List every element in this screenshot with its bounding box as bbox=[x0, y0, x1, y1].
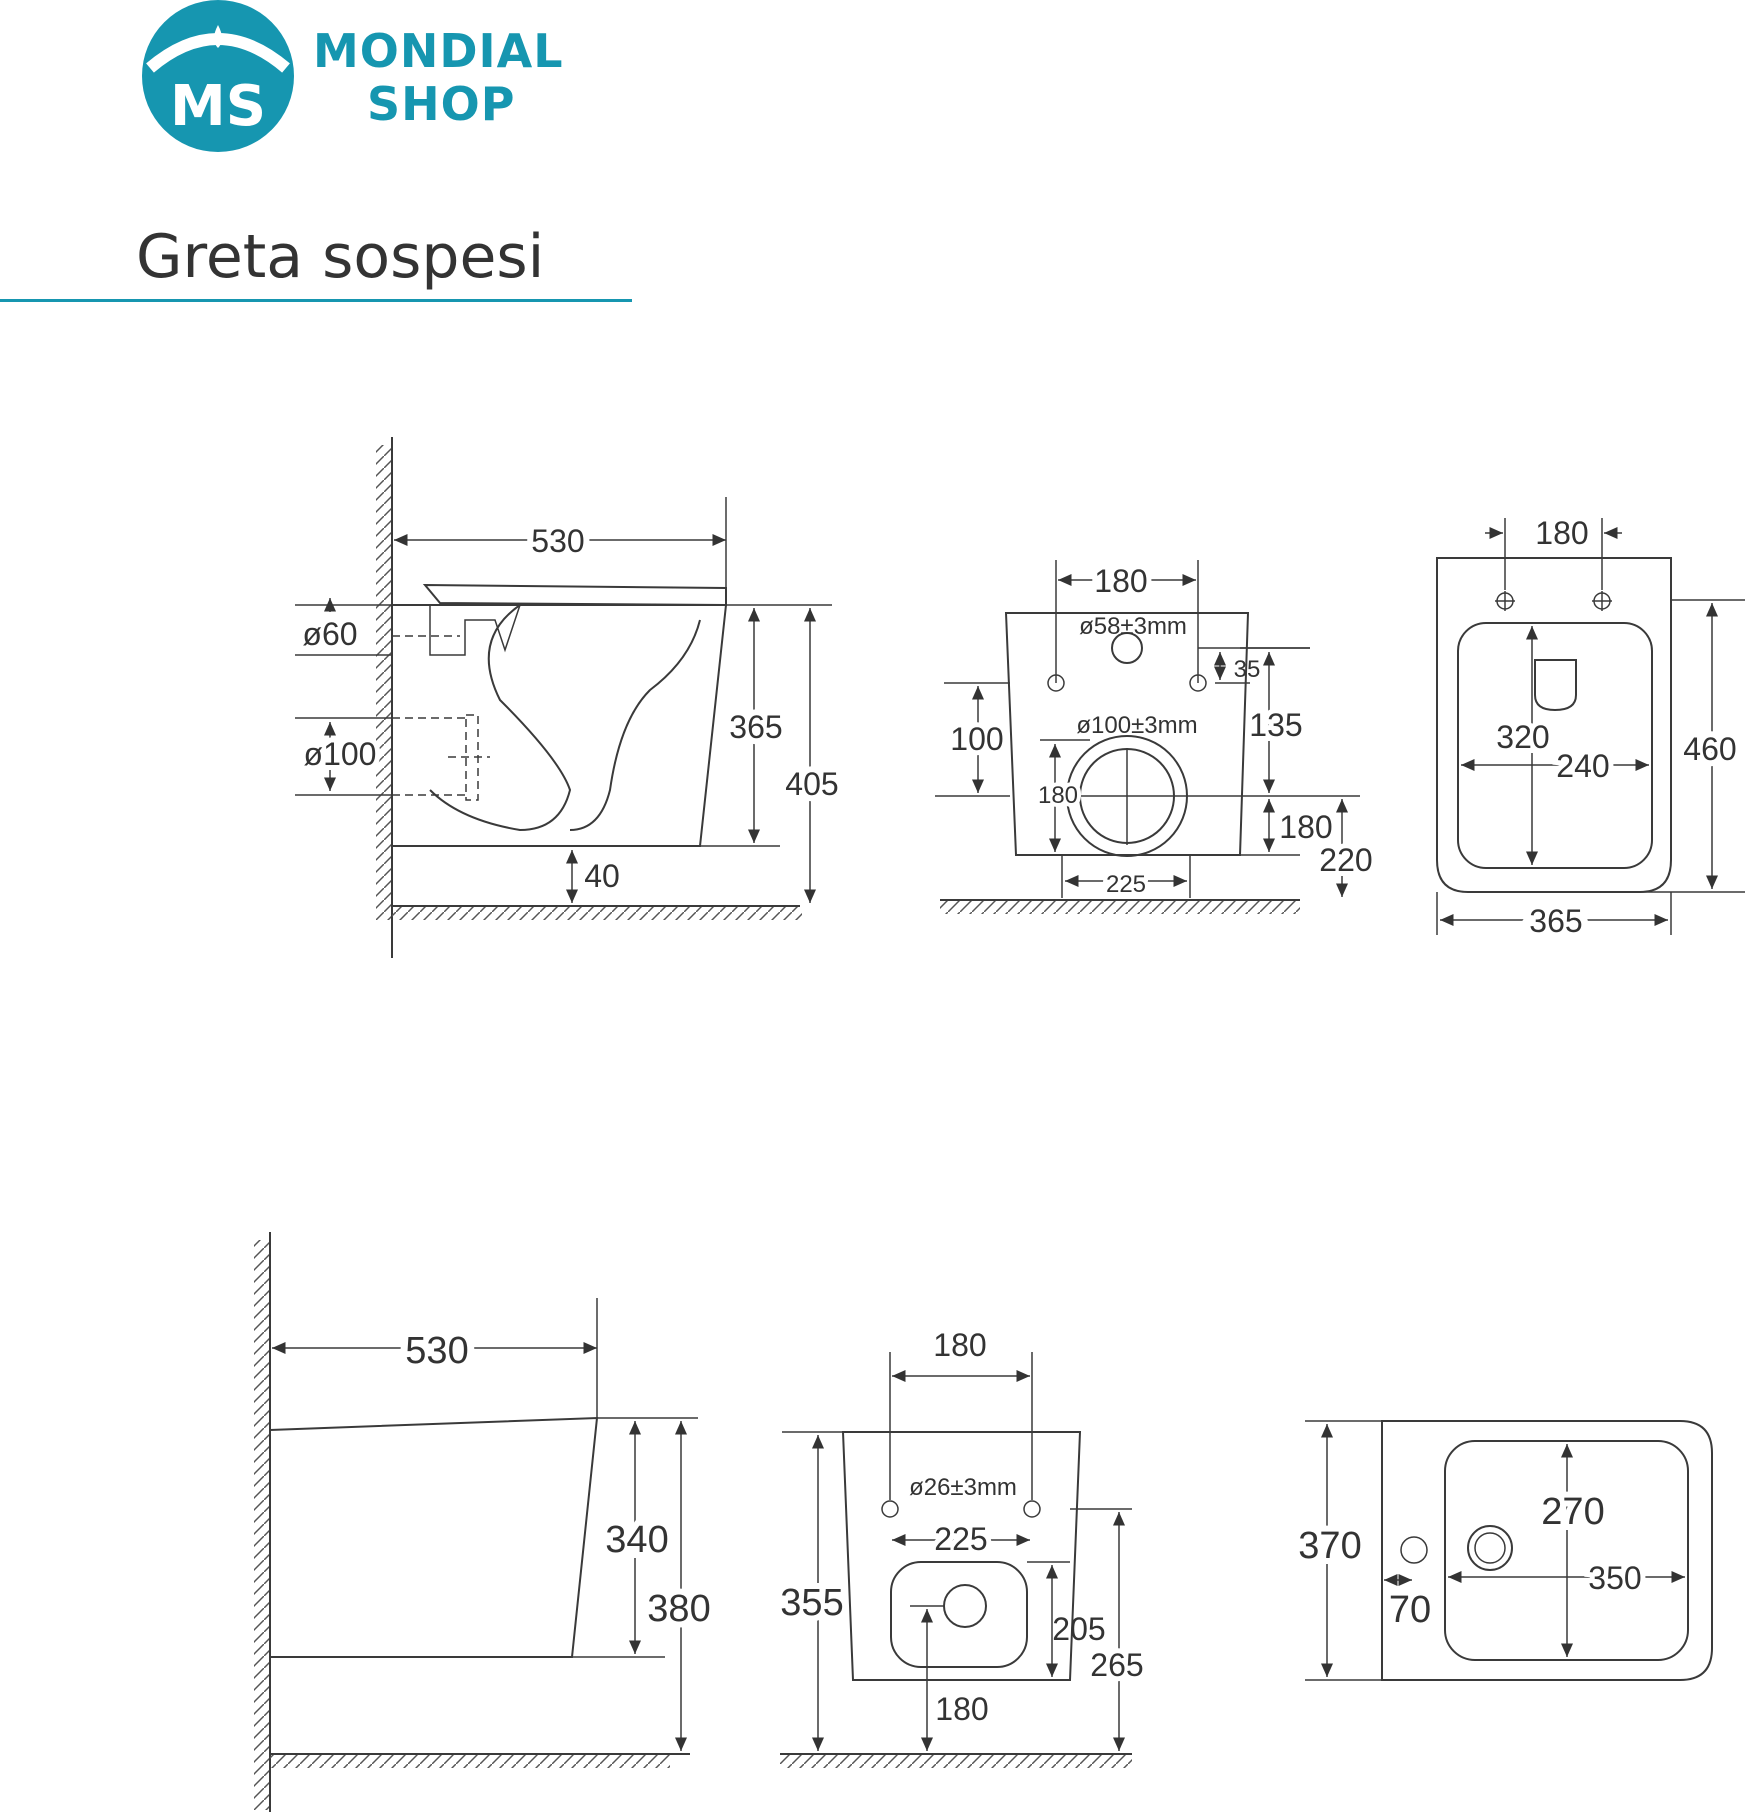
wc-side-floor-gap-label: 40 bbox=[584, 858, 620, 894]
bidet-top-inner-width-label: 350 bbox=[1588, 1560, 1641, 1596]
bidet-top-view: 370 70 270 350 bbox=[1292, 1420, 1713, 1681]
wc-side-length-label: 530 bbox=[531, 523, 584, 559]
wc-back-hole-spacing-label: 180 bbox=[1094, 563, 1147, 599]
wc-back-offset-label: 35 bbox=[1234, 656, 1261, 683]
brand-name-line-1: MONDIAL bbox=[313, 24, 564, 78]
bidet-side-bowl-height-label: 340 bbox=[605, 1519, 668, 1561]
wc-side-total-height-label: 405 bbox=[785, 766, 838, 802]
title-underline bbox=[0, 299, 632, 302]
wc-top-width-label: 365 bbox=[1529, 903, 1582, 939]
wc-back-lower-label: 180 bbox=[1279, 809, 1332, 845]
wc-top-view: 180 320 240 460 365 bbox=[1436, 515, 1745, 946]
wc-side-d100-label: ø100 bbox=[304, 736, 377, 772]
wc-back-inner-label: 180 bbox=[1038, 782, 1078, 809]
wc-back-height-label: 220 bbox=[1319, 842, 1372, 878]
mondial-shop-logo: MS bbox=[142, 0, 294, 152]
wc-top-hole-spacing-label: 180 bbox=[1535, 515, 1588, 551]
wc-side-d60-label: ø60 bbox=[302, 616, 357, 652]
wc-top-inner-depth-label: 320 bbox=[1496, 719, 1549, 755]
bidet-back-hole-label: ø26±3mm bbox=[909, 1474, 1017, 1501]
wc-back-left-height-label: 100 bbox=[950, 721, 1003, 757]
bidet-side-length-label: 530 bbox=[405, 1330, 468, 1372]
wc-top-depth-label: 460 bbox=[1683, 731, 1736, 767]
bidet-top-offset-label: 70 bbox=[1389, 1589, 1431, 1631]
svg-text:MS: MS bbox=[170, 74, 266, 139]
bidet-back-width-label: 180 bbox=[933, 1327, 986, 1363]
bidet-back-bottom-label: 180 bbox=[935, 1691, 988, 1727]
bidet-top-inner-depth-label: 270 bbox=[1541, 1491, 1604, 1533]
bidet-back-height-label: 355 bbox=[780, 1582, 843, 1624]
bidet-side-total-height-label: 380 bbox=[647, 1588, 710, 1630]
bidet-back-spacing-label: 225 bbox=[934, 1521, 987, 1557]
bidet-back-total-label: 265 bbox=[1090, 1647, 1143, 1683]
wc-back-right-height-label: 135 bbox=[1249, 707, 1302, 743]
page-title: Greta sospesi bbox=[136, 222, 545, 292]
wc-back-view: 180 ø58±3mm 35 100 135 ø100±3mm 180 180 … bbox=[935, 558, 1378, 914]
bidet-back-view: 180 ø26±3mm 225 355 205 265 180 bbox=[774, 1327, 1149, 1768]
bidet-top-depth-label: 370 bbox=[1298, 1525, 1361, 1567]
wc-back-bottom-label: 225 bbox=[1106, 871, 1146, 898]
wc-side-bowl-height-label: 365 bbox=[729, 709, 782, 745]
bidet-back-rise-label: 205 bbox=[1052, 1611, 1105, 1647]
wc-top-inner-width-label: 240 bbox=[1556, 748, 1609, 784]
wc-back-large-hole-label: ø100±3mm bbox=[1076, 712, 1197, 739]
wc-side-view: 530 ø60 ø100 365 405 40 bbox=[295, 437, 845, 958]
bidet-side-view: 530 340 380 bbox=[254, 1232, 717, 1812]
brand-name-line-2: SHOP bbox=[367, 77, 516, 131]
wc-back-small-hole-label: ø58±3mm bbox=[1079, 613, 1187, 640]
